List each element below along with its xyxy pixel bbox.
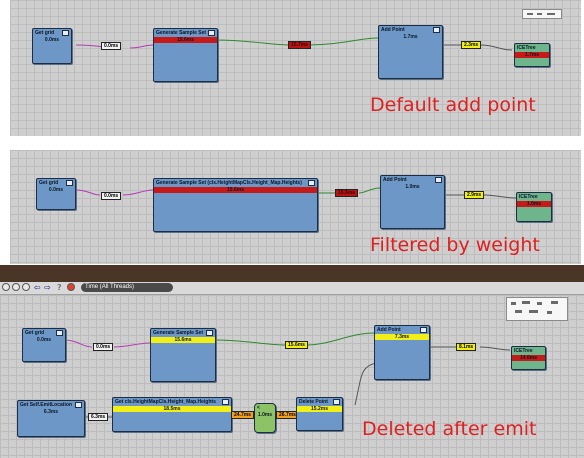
record-icon[interactable] <box>67 283 75 291</box>
link-time-label: 6.3ms <box>88 413 109 421</box>
link-time-label: 8.1ms <box>456 343 477 351</box>
collapse-icon[interactable] <box>222 399 229 405</box>
node-time: 15.6ms <box>154 37 217 43</box>
add-point-node[interactable]: Add Point 7.3ms <box>374 325 430 380</box>
node-time: 1.7ms <box>515 52 549 58</box>
link-time-label: 15.7ms <box>288 41 311 49</box>
node-title: Get grid <box>25 330 45 336</box>
caption-default-add-point: Default add point <box>370 94 536 116</box>
node-time: 0.0ms <box>44 37 60 43</box>
node-title: Get grid <box>39 180 59 186</box>
collapse-icon[interactable] <box>66 180 73 186</box>
link-time-label: 2.9ms <box>464 191 485 199</box>
get-emit-location-node[interactable]: Get Self.EmitLocation 6.3ms <box>17 400 85 437</box>
add-point-node[interactable]: Add Point 1.0ms <box>380 175 445 229</box>
node-title: Delete Point <box>299 399 328 405</box>
node-time: 1.0ms <box>405 184 420 190</box>
link-time-label: 2.3ms <box>461 41 482 49</box>
node-title: Add Point <box>377 327 401 333</box>
node-title: Generate Sample Set (cls.HeightMapCls.He… <box>156 180 302 186</box>
collapse-icon[interactable] <box>62 30 69 36</box>
collapse-icon[interactable] <box>208 30 215 36</box>
node-title: ICETree <box>517 45 536 51</box>
node-title: ICETree <box>519 194 538 200</box>
node-time: 15.6ms <box>151 337 215 343</box>
node-time: 14.6ms <box>512 355 545 361</box>
link-time-label: 24.7ms <box>231 411 254 419</box>
node-time: 1.0ms <box>517 201 551 207</box>
link-time-label: 0.0ms <box>101 192 122 200</box>
node-title: ICETree <box>514 348 533 354</box>
collapse-icon[interactable] <box>308 180 315 186</box>
node-title: Add Point <box>381 27 405 33</box>
window-divider <box>0 265 584 282</box>
icetree-node[interactable]: ICETree 14.6ms <box>511 346 546 370</box>
node-title: < <box>257 405 260 411</box>
compare-less-than-node[interactable]: < 1.0ms <box>254 403 276 433</box>
back-arrow-icon[interactable]: ⇦ <box>34 283 41 292</box>
get-grid-node[interactable]: Get grid 0.0ms <box>32 28 72 64</box>
link-time-label: 0.0ms <box>93 343 114 351</box>
help-icon[interactable]: ? <box>57 283 62 292</box>
settings-icon[interactable] <box>22 283 30 291</box>
node-time: 7.3ms <box>375 334 429 340</box>
node-title: Get Self.EmitLocation <box>20 402 72 408</box>
generate-sample-set-node[interactable]: Generate Sample Set 15.6ms <box>153 28 218 82</box>
icetree-node[interactable]: ICETree 1.7ms <box>514 43 550 67</box>
node-title: Get cls.HeightMapCls.Height_Map.Heights <box>115 399 216 405</box>
caption-filtered-by-weight: Filtered by weight <box>370 234 540 256</box>
link-time-label: 15.6ms <box>335 189 358 197</box>
add-point-node[interactable]: Add Point 1.7ms <box>378 25 443 79</box>
collapse-icon[interactable] <box>56 330 63 336</box>
node-time: 18.5ms <box>113 406 231 412</box>
node-time: 0.0ms <box>36 337 52 343</box>
get-heights-node[interactable]: Get cls.HeightMapCls.Height_Map.Heights … <box>112 397 232 432</box>
graph-navigator[interactable] <box>506 297 568 321</box>
node-time: 1.7ms <box>403 34 418 40</box>
graph-toolbar: ⇦ ⇨ ? Time (All Threads) <box>0 282 584 295</box>
time-mode-select[interactable]: Time (All Threads) <box>81 283 173 292</box>
node-title: Generate Sample Set <box>153 330 204 336</box>
collapse-icon[interactable] <box>333 399 340 405</box>
node-time: 15.2ms <box>297 406 342 412</box>
node-time: 0.0ms <box>48 187 64 193</box>
collapse-icon[interactable] <box>206 330 213 336</box>
graph-panel-default: Get grid 0.0ms 0.0ms Generate Sample Set… <box>10 0 581 136</box>
get-grid-node[interactable]: Get grid 0.0ms <box>36 178 76 210</box>
stop-icon[interactable] <box>12 283 20 291</box>
collapse-icon[interactable] <box>433 27 440 33</box>
icetree-node[interactable]: ICETree 1.0ms <box>516 192 552 222</box>
refresh-icon[interactable] <box>2 283 10 291</box>
node-title: Generate Sample Set <box>156 30 207 36</box>
forward-arrow-icon[interactable]: ⇨ <box>44 283 51 292</box>
graph-navigator[interactable] <box>522 9 562 19</box>
node-time: 15.6ms <box>154 187 317 193</box>
node-time: 1.0ms <box>257 412 273 418</box>
caption-deleted-after-emit: Deleted after emit <box>362 418 537 440</box>
generate-sample-set-node[interactable]: Generate Sample Set (cls.HeightMapCls.He… <box>153 178 318 232</box>
node-title: Get grid <box>35 30 55 36</box>
link-time-label: 0.0ms <box>101 42 122 50</box>
node-time: 6.3ms <box>43 409 59 415</box>
generate-sample-set-node[interactable]: Generate Sample Set 15.6ms <box>150 328 216 382</box>
node-title: Add Point <box>383 177 407 183</box>
collapse-icon[interactable] <box>435 177 442 183</box>
collapse-icon[interactable] <box>75 402 82 408</box>
delete-point-node[interactable]: Delete Point 15.2ms <box>296 397 343 431</box>
link-time-label: 15.6ms <box>285 341 308 349</box>
get-grid-node[interactable]: Get grid 0.0ms <box>22 328 66 362</box>
graph-panel-deleted: Get grid 0.0ms 0.0ms Generate Sample Set… <box>0 295 584 458</box>
graph-panel-filtered: Get grid 0.0ms 0.0ms Generate Sample Set… <box>10 150 581 264</box>
collapse-icon[interactable] <box>420 327 427 333</box>
